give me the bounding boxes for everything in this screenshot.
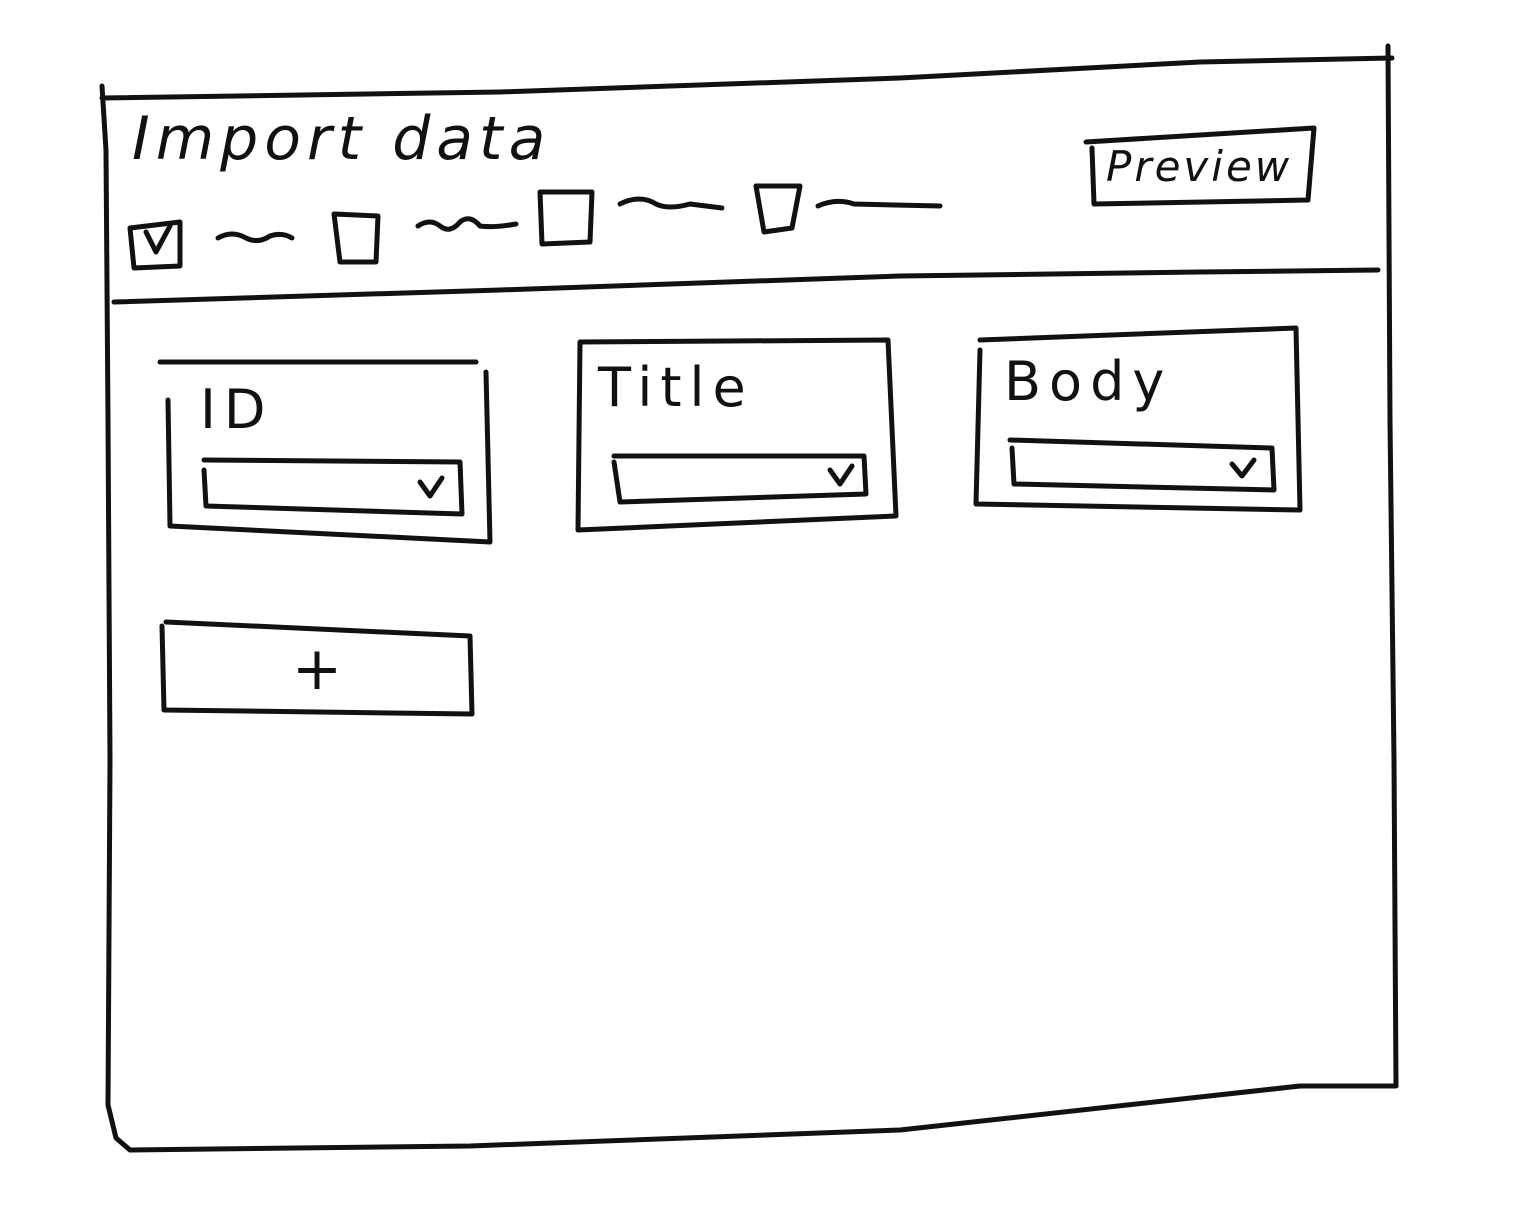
option-4-squiggle [815, 198, 943, 209]
option-2-squiggle [415, 216, 519, 232]
option-checkbox-4[interactable] [752, 182, 804, 236]
field-card-id-select[interactable] [204, 458, 464, 514]
field-card-title-label: Title [598, 356, 754, 419]
field-card-body-select[interactable] [1010, 438, 1276, 492]
field-card-body-label: Body [1004, 350, 1173, 413]
field-card-title-select[interactable] [614, 452, 868, 504]
window-frame [99, 43, 1399, 1153]
window-frame-top [99, 55, 1395, 101]
option-checkbox-1[interactable] [128, 218, 184, 272]
plus-icon: + [291, 634, 343, 704]
option-checkbox-2[interactable] [330, 210, 382, 266]
preview-button[interactable]: Preview [1090, 132, 1310, 202]
preview-button-label: Preview [1106, 142, 1293, 191]
option-checkbox-3[interactable] [536, 188, 596, 248]
option-3-squiggle [617, 196, 725, 211]
option-1-squiggle [215, 231, 295, 244]
add-field-button[interactable]: + [160, 622, 474, 716]
header-divider [111, 267, 1381, 305]
field-card-id-label: ID [200, 378, 274, 441]
page-title: Import data [132, 104, 552, 174]
